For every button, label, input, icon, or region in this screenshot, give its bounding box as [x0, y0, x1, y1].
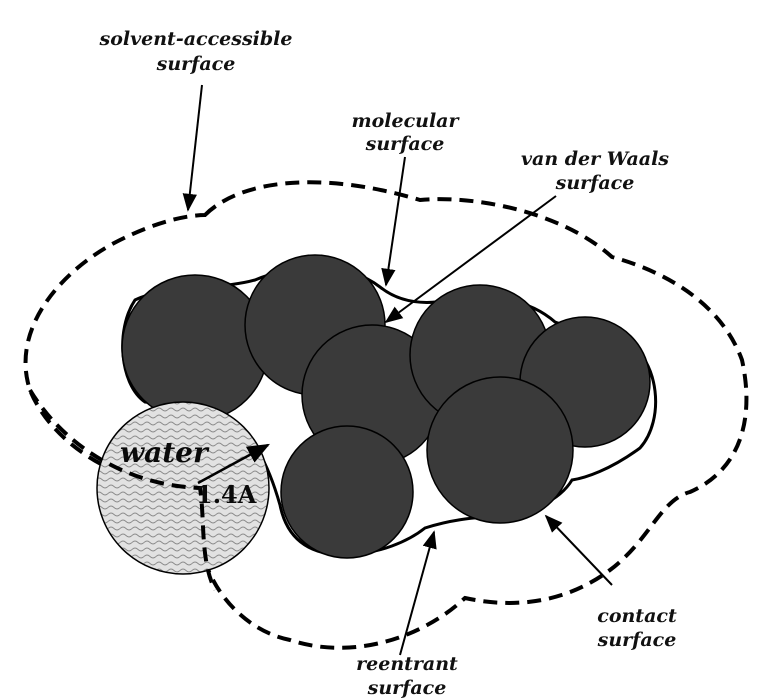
contact-label-line2: surface: [597, 629, 677, 651]
van-der-waals-label-line1: van der Waals: [521, 148, 669, 170]
probe-radius-arrow: [197, 443, 270, 485]
reentrant-arrow: [399, 530, 437, 656]
water-label: water: [120, 436, 210, 469]
reentrant-label-line1: reentrant: [356, 653, 458, 675]
molecular-label-line2: surface: [365, 133, 445, 155]
solvent-accessible-surface-over-probe: [28, 388, 217, 591]
molecular-arrow: [381, 156, 406, 287]
atom: [121, 274, 269, 422]
contact-arrow: [544, 514, 613, 586]
solvent-accessible-arrow: [182, 84, 203, 212]
probe-radius-label: 1.4A: [196, 480, 257, 509]
contact-label-line1: contact: [597, 605, 677, 627]
atom: [280, 425, 414, 559]
atom: [426, 376, 574, 524]
reentrant-label-line2: surface: [367, 677, 447, 699]
van-der-waals-label-line2: surface: [555, 172, 635, 194]
solvent-accessible-label-line2: surface: [156, 53, 236, 75]
atoms: [121, 254, 651, 559]
molecular-label-line1: molecular: [351, 110, 460, 132]
van-der-waals-arrow: [384, 195, 557, 324]
solvent-accessible-label-line1: solvent-accessible: [99, 28, 293, 50]
